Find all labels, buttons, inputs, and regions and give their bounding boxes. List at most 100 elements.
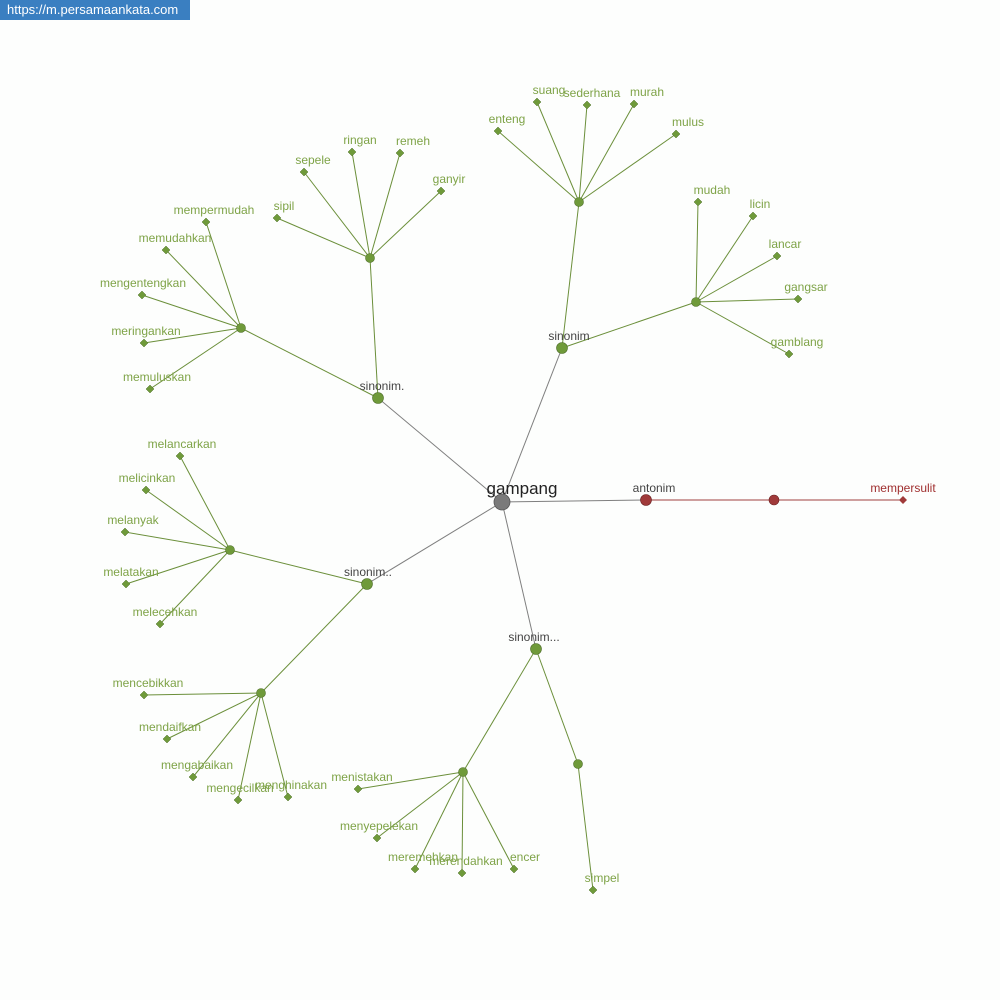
word-label-melancarkan[interactable]: melancarkan (148, 437, 217, 451)
word-label-gamblang[interactable]: gamblang (771, 335, 824, 349)
leaf-node-licin (748, 211, 758, 221)
leaf-node-mengecilkan (233, 795, 243, 805)
word-label-mengecilkan[interactable]: mengecilkan (206, 781, 273, 795)
edge-root-sinonim-2 (366, 501, 503, 585)
leaf-node-memuluskan (145, 384, 155, 394)
word-label-remeh[interactable]: remeh (396, 134, 430, 148)
word-label-meringankan[interactable]: meringankan (111, 324, 180, 338)
edge-mudah (695, 201, 699, 303)
hub-node (574, 197, 584, 207)
leaf-node-menyepelekan (372, 833, 382, 843)
edge-root-sinonim-1 (377, 397, 503, 503)
word-label-melatakan[interactable]: melatakan (103, 565, 158, 579)
edge-memuluskan (149, 327, 242, 390)
antonym-hub-node (768, 494, 780, 506)
word-label-ganyir[interactable]: ganyir (433, 172, 466, 186)
edge-licin (695, 215, 754, 303)
word-label-memuluskan[interactable]: memuluskan (123, 370, 191, 384)
word-label-mengabaikan[interactable]: mengabaikan (161, 758, 233, 772)
relation-label-sinonim[interactable]: sinonim (548, 329, 589, 343)
edge-rel-hub (462, 648, 537, 773)
relation-label-sinonim-2[interactable]: sinonim.. (344, 565, 392, 579)
edge-encer (462, 771, 515, 870)
leaf-node-melecehkan (155, 619, 165, 629)
word-label-ringan[interactable]: ringan (343, 133, 376, 147)
word-label-menistakan[interactable]: menistakan (331, 770, 392, 784)
word-label-sederhana[interactable]: sederhana (564, 86, 621, 100)
word-label-mulus[interactable]: mulus (672, 115, 704, 129)
leaf-node-ganyir (436, 186, 446, 196)
word-label-mengentengkan[interactable]: mengentengkan (100, 276, 186, 290)
relation-label-sinonim-3[interactable]: sinonim... (508, 630, 559, 644)
edge-mempermudah (205, 221, 242, 329)
edge-gangsar (695, 298, 799, 303)
edge-meringankan (143, 327, 242, 344)
word-label-enteng[interactable]: enteng (489, 112, 526, 126)
edge-melanyak (124, 531, 231, 551)
leaf-node-suang (532, 97, 542, 107)
leaf-node-sipil (272, 213, 282, 223)
word-label-meremehkan[interactable]: meremehkan (388, 850, 458, 864)
edge-melicinkan (145, 489, 231, 551)
word-label-licin[interactable]: licin (750, 197, 771, 211)
root-label[interactable]: gampang (487, 479, 558, 498)
edge-mengecilkan (237, 692, 262, 801)
leaf-node-gangsar (793, 294, 803, 304)
leaf-node-mempermudah (201, 217, 211, 227)
leaf-node-melatakan (121, 579, 131, 589)
word-label-melicinkan[interactable]: melicinkan (119, 471, 176, 485)
word-label-mencebikkan[interactable]: mencebikkan (113, 676, 184, 690)
hub-node (236, 323, 246, 333)
leaf-node-lancar (772, 251, 782, 261)
leaf-node-mendaifkan (162, 734, 172, 744)
hub-node (573, 759, 583, 769)
word-label-memudahkan[interactable]: memudahkan (139, 231, 212, 245)
word-label-menghinakan[interactable]: menghinakan (255, 778, 327, 792)
leaf-node-remeh (395, 148, 405, 158)
hub-node (365, 253, 375, 263)
edge-rel-hub (369, 257, 379, 399)
edge-lancar (695, 255, 778, 303)
leaf-node-simpel (588, 885, 598, 895)
word-label-melanyak[interactable]: melanyak (107, 513, 159, 527)
word-label-melecehkan[interactable]: melecehkan (133, 605, 198, 619)
leaf-node-mengabaikan (188, 772, 198, 782)
leaf-node-sepele (299, 167, 309, 177)
hub-node (225, 545, 235, 555)
edge-rel-hub (229, 549, 368, 585)
url-badge[interactable]: https://m.persamaankata.com (0, 0, 190, 20)
word-label-mudah[interactable]: mudah (694, 183, 731, 197)
relation-node-antonim (640, 494, 652, 506)
edge-merendahkan (461, 771, 464, 874)
edge-ringan (351, 151, 371, 259)
word-label-mempersulit[interactable]: mempersulit (870, 481, 936, 495)
root-node (493, 493, 511, 511)
leaf-node-murah (629, 99, 639, 109)
word-label-simpel[interactable]: simpel (585, 871, 620, 885)
relation-label-antonim[interactable]: antonim (633, 481, 676, 495)
word-label-sipil[interactable]: sipil (274, 199, 295, 213)
edge-root-antonim (501, 499, 647, 503)
edge-menghinakan (260, 692, 289, 798)
word-label-menyepelekan[interactable]: menyepelekan (340, 819, 418, 833)
word-label-lancar[interactable]: lancar (769, 237, 802, 251)
leaf-node-mudah (693, 197, 703, 207)
leaf-node-ringan (347, 147, 357, 157)
edge-melecehkan (159, 549, 231, 625)
leaf-node-meremehkan (410, 864, 420, 874)
hub-node (691, 297, 701, 307)
word-label-sepele[interactable]: sepele (295, 153, 331, 167)
word-label-murah[interactable]: murah (630, 85, 664, 99)
word-label-mempermudah[interactable]: mempermudah (174, 203, 255, 217)
leaf-node-enteng (493, 126, 503, 136)
edge-mendaifkan (166, 692, 262, 740)
word-label-encer[interactable]: encer (510, 850, 540, 864)
relation-label-sinonim-1[interactable]: sinonim. (360, 379, 405, 393)
word-label-mendaifkan[interactable]: mendaifkan (139, 720, 201, 734)
word-label-gangsar[interactable]: gangsar (784, 280, 827, 294)
word-label-merendahkan[interactable]: merendahkan (429, 854, 502, 868)
leaf-node-mulus (671, 129, 681, 139)
leaf-node-menistakan (353, 784, 363, 794)
word-label-suang[interactable]: suang (533, 83, 566, 97)
